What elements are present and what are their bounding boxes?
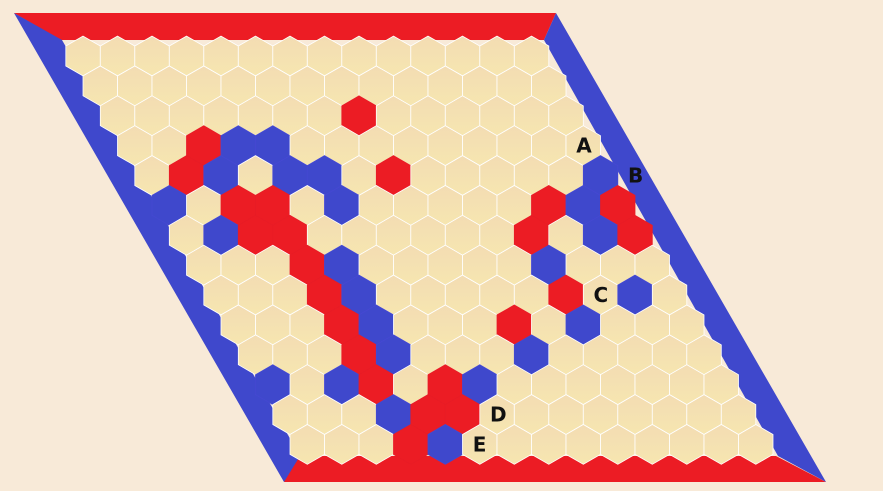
cell-label-b: B [628, 164, 643, 188]
cell-label-e: E [473, 432, 487, 456]
right-blue-border [544, 13, 826, 482]
cell-label-d: D [490, 403, 507, 427]
empty-cell[interactable] [738, 424, 774, 465]
left-blue-border [14, 13, 300, 482]
top-red-border [14, 13, 556, 40]
hex-cells [65, 35, 774, 465]
cell-label-c: C [594, 283, 609, 307]
cell-label-a: A [576, 134, 592, 158]
cell-labels: A B C DE [473, 134, 643, 457]
